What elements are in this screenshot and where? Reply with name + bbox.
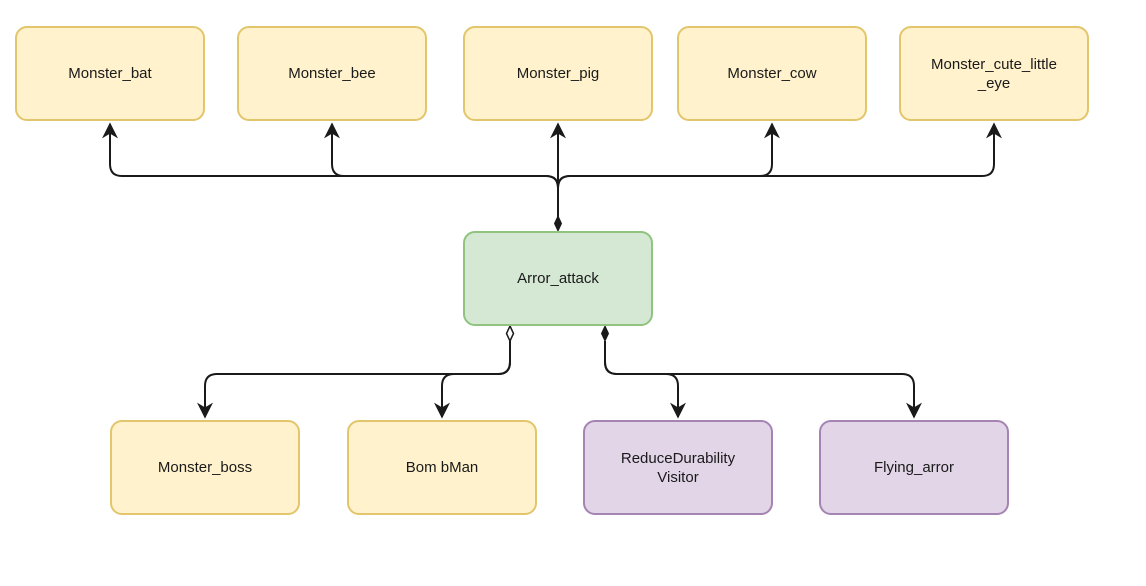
node-monster-bat: Monster_bat <box>15 26 205 121</box>
filled-diamond-bottom-right <box>600 324 610 343</box>
edge-arror-to-reduce-durability-visitor <box>604 341 686 419</box>
edge-arror-to-flying-arror <box>604 341 922 419</box>
edge-arror-to-cow <box>557 122 780 221</box>
node-label: Monster_bee <box>288 65 376 82</box>
node-reduce-durability-visitor: ReduceDurability Visitor <box>583 420 773 515</box>
node-label: Monster_boss <box>157 459 253 476</box>
node-monster-bee: Monster_bee <box>237 26 427 121</box>
hollow-diamond-bottom-left <box>505 324 515 343</box>
node-label: Bom bMan <box>405 459 479 476</box>
node-monster-cow: Monster_cow <box>677 26 867 121</box>
node-monster-pig: Monster_pig <box>463 26 653 121</box>
node-label: Monster_pig <box>516 65 600 82</box>
node-flying-arror: Flying_arror <box>819 420 1009 515</box>
node-label: Monster_bat <box>68 65 152 82</box>
node-arror-attack: Arror_attack <box>463 231 653 326</box>
node-label: Monster_cute_little _eye <box>931 55 1057 92</box>
node-label: ReduceDurability Visitor <box>620 449 736 486</box>
edge-arror-to-bee <box>324 122 559 221</box>
edge-arror-to-boss <box>197 341 511 419</box>
edge-arror-to-cute-little-eye <box>557 122 1002 221</box>
filled-diamond-top <box>553 214 563 233</box>
node-monster-boss: Monster_boss <box>110 420 300 515</box>
node-label: Monster_cow <box>727 65 817 82</box>
node-label: Flying_arror <box>873 459 955 476</box>
node-label: Arror_attack <box>517 270 599 287</box>
node-bombman: Bom bMan <box>347 420 537 515</box>
edge-arror-to-bombman <box>434 341 511 419</box>
node-monster-cute-little-eye: Monster_cute_little _eye <box>899 26 1089 121</box>
